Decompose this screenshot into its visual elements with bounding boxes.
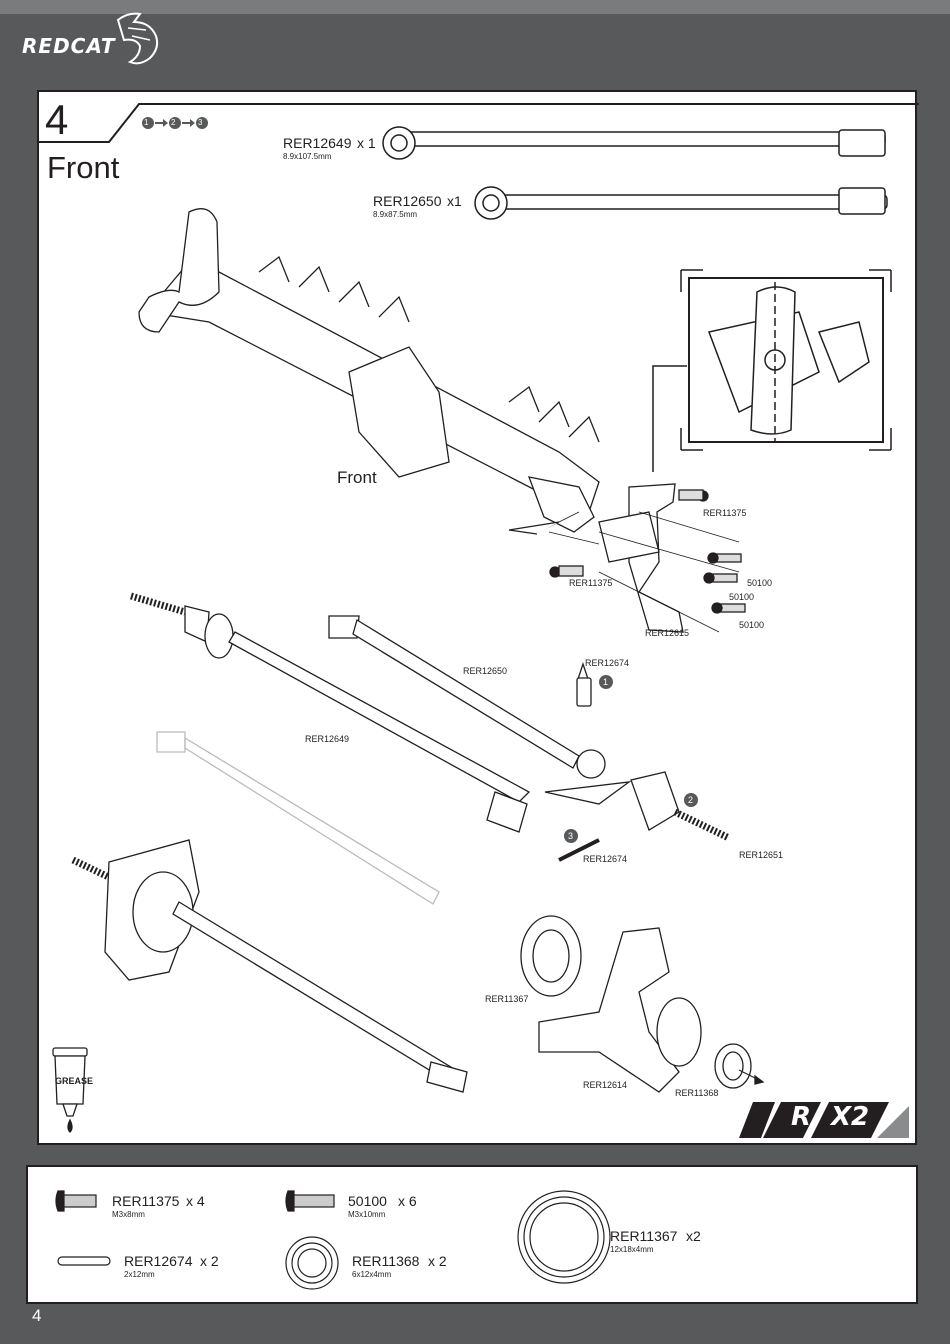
legend-qty: x2 [686, 1228, 701, 1244]
link-rer12650-drawing [474, 186, 888, 220]
c-hub-drawing [71, 839, 468, 1093]
label-rer12614: RER12614 [583, 1080, 628, 1090]
detail-inset [652, 269, 892, 472]
legend-code: 50100 [348, 1193, 387, 1209]
header-band [0, 0, 950, 14]
pin-icon [57, 1256, 111, 1266]
bearing-icon [517, 1190, 611, 1284]
legend-size: M3x8mm [112, 1210, 145, 1219]
part-qty: x 1 [357, 135, 376, 151]
grease-tube-icon [52, 1047, 88, 1133]
legend-qty: x 4 [186, 1193, 205, 1209]
logo-cat-icon [116, 12, 159, 65]
label-rer12651: RER12651 [739, 850, 784, 860]
legend-code: RER11375 [112, 1193, 180, 1209]
step-number: 4 [45, 96, 69, 143]
legend-size: M3x10mm [348, 1210, 386, 1219]
part-size: 8.9x107.5mm [283, 152, 332, 161]
label-rer11375: RER11375 [703, 508, 747, 518]
label-50100: 50100 [747, 578, 773, 588]
cvd-shaft-rer12649-drawing [130, 592, 531, 833]
knuckle-assembly-drawing [508, 483, 746, 633]
label-50100: 50100 [729, 592, 755, 602]
legend-code: RER11368 [352, 1253, 420, 1269]
callout-circles [564, 675, 698, 843]
brand-logo: REDCAT [22, 34, 116, 58]
part-code: RER12650 [373, 193, 442, 209]
label-rer12674: RER12674 [583, 854, 628, 864]
label-rer12674: RER12674 [585, 658, 630, 668]
legend-size: 6x12x4mm [352, 1270, 392, 1279]
sequence-step-3: 3 [198, 118, 203, 127]
part-code: RER12649 [283, 135, 352, 151]
axle-housing-drawing [138, 208, 600, 533]
pins-drawing [558, 661, 600, 862]
instruction-panel: 4 Front [37, 90, 919, 1145]
legend-code: RER11367 [610, 1228, 678, 1244]
side-label: R [791, 1102, 812, 1132]
part-size: 8.9x87.5mm [373, 210, 418, 219]
label-rer11375: RER11375 [569, 578, 613, 588]
assembly-drawing [39, 103, 919, 1138]
grease-label: GREASE [55, 1076, 94, 1086]
label-50100: 50100 [739, 620, 765, 630]
sequence-step-2: 2 [171, 118, 176, 127]
page-number: 4 [32, 1306, 42, 1325]
legend-qty: x 2 [200, 1253, 219, 1269]
header-bar: REDCAT [0, 0, 950, 65]
callout-1: 1 [603, 677, 609, 687]
sequence-step-1: 1 [144, 118, 149, 127]
screw-icon [55, 1190, 97, 1212]
sequence-indicator [142, 117, 208, 129]
callout-3: 3 [568, 831, 574, 841]
stub-axle-rer12651-drawing [544, 771, 731, 842]
parts-legend: RER11375 x 4 M3x8mm 50100 x 6 M3x10mm RE… [26, 1165, 918, 1304]
legend-qty: x 2 [428, 1253, 447, 1269]
label-rer11367: RER11367 [485, 994, 529, 1004]
label-rer12649: RER12649 [305, 734, 350, 744]
multiplier-badge: X2 [831, 1102, 870, 1132]
bearing-icon [285, 1236, 339, 1290]
legend-size: 12x18x4mm [610, 1245, 654, 1254]
legend-qty: x 6 [398, 1193, 417, 1209]
shaft-rer12650-drawing [328, 615, 606, 779]
label-rer12615: RER12615 [645, 628, 690, 638]
label-rer11368: RER11368 [675, 1088, 719, 1098]
callout-2: 2 [688, 795, 694, 805]
part-qty: x1 [447, 193, 462, 209]
legend-code: RER12674 [124, 1253, 193, 1269]
step-title: Front [47, 150, 120, 185]
knuckle-rer12614-drawing [520, 915, 765, 1093]
link-rer12649-drawing [382, 126, 886, 160]
front-label: Front [337, 468, 377, 487]
legend-icons [55, 1190, 611, 1290]
ghost-shaft-drawing [156, 731, 440, 905]
screw-icon [285, 1190, 335, 1212]
label-rer12650: RER12650 [463, 666, 508, 676]
corner-badge [739, 1102, 909, 1138]
legend-size: 2x12mm [124, 1270, 155, 1279]
